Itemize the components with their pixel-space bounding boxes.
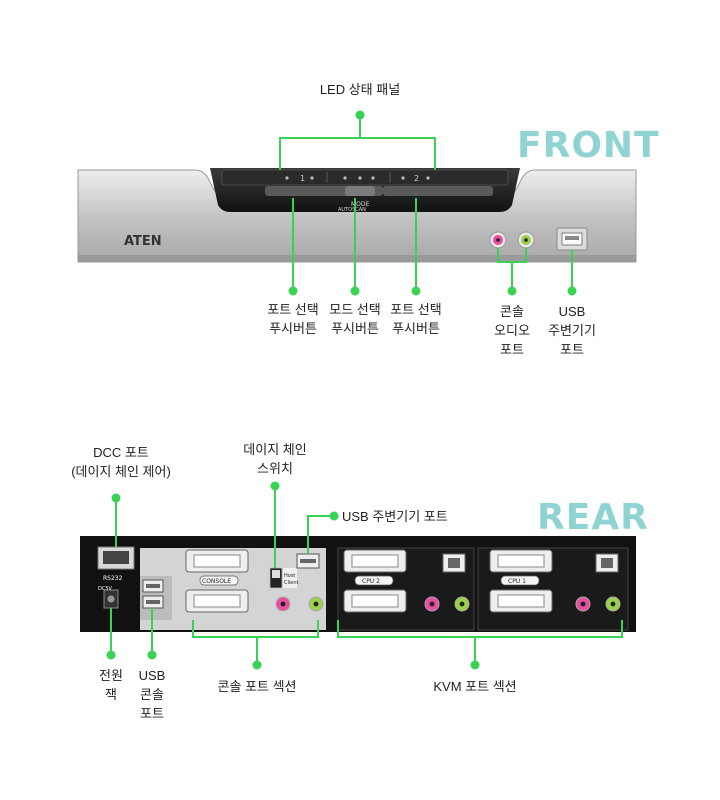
callout-port-select-left: 포트 선택 푸시버튼 (267, 302, 319, 336)
front-callouts (279, 115, 573, 291)
callout-usb-peripheral-rear: USB 주변기기 포트 (342, 509, 448, 524)
dc-label: DC5V (98, 586, 113, 592)
led-panel (221, 169, 509, 186)
callout-power-jack: 전원 잭 (99, 668, 123, 702)
port-button-right[interactable] (383, 186, 493, 196)
aten-logo: ATEN (124, 234, 162, 249)
autoscan-label: AUTOSCAN (338, 207, 366, 213)
host-label: Host (284, 573, 295, 579)
led-port2-number: 2 (414, 174, 419, 183)
rs232-label: RS232 (103, 575, 123, 582)
callout-port-select-right: 포트 선택 푸시버튼 (390, 302, 442, 336)
callout-console-section: 콘솔 포트 섹션 (217, 679, 297, 694)
callout-usb-peripheral-front: USB 주변기기 포트 (548, 304, 596, 357)
mode-label: MODE (351, 201, 370, 208)
front-title: FRONT (517, 125, 660, 166)
rear-callouts (110, 486, 623, 665)
callout-mode-select: 모드 선택 푸시버튼 (329, 302, 381, 336)
callout-led-panel: LED 상태 패널 (319, 82, 401, 97)
callout-usb-console: USB 콘솔 포트 (138, 668, 166, 721)
callout-kvm-section: KVM 포트 섹션 (433, 679, 517, 694)
rear-chassis: RS232 DC5V CONSOLE Host Client CPU 2 CPU… (80, 536, 636, 632)
console-label: CONSOLE (202, 578, 231, 585)
mode-button[interactable] (345, 186, 375, 196)
callout-dcc-port: DCC 포트 (데이지 체인 제어) (71, 445, 171, 479)
front-callout-dots (288, 110, 577, 296)
rear-title: REAR (537, 497, 649, 538)
led-port1-number: 1 (300, 174, 305, 183)
cpu2-label: CPU 2 (362, 578, 380, 585)
rear-callout-dots (106, 481, 480, 670)
callout-daisy-switch: 데이지 체인 스위치 (243, 442, 307, 476)
client-label: Client (284, 580, 299, 586)
callout-console-audio: 콘솔 오디오 포트 (494, 304, 530, 357)
cpu1-label: CPU 1 (508, 578, 526, 585)
front-chassis: ATEN 1 2 MODE AUTOSCAN (77, 168, 637, 263)
